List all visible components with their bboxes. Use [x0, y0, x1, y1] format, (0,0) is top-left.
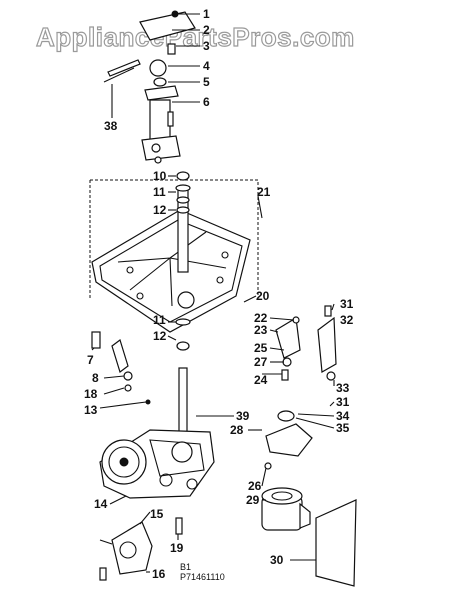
- callout-8: 8: [92, 371, 99, 385]
- callout-34: 34: [336, 409, 350, 423]
- callout-35: 35: [336, 421, 350, 435]
- callout-14: 14: [94, 497, 108, 511]
- leader-lines: [91, 13, 335, 573]
- callout-2: 2: [203, 23, 210, 37]
- watermark-text: AppliancePartsPros.com: [36, 22, 355, 52]
- pump-assembly: [99, 517, 183, 581]
- callout-12-lower: 12: [153, 329, 167, 343]
- callout-21: 21: [257, 185, 271, 199]
- callout-labels: 1 2 3 4 5 6 38 10 11 12 21 20 11 12 7 8 …: [84, 7, 354, 581]
- callout-23: 23: [254, 323, 268, 337]
- callout-39: 39: [236, 409, 250, 423]
- motor-assembly: [261, 410, 357, 587]
- callout-30: 30: [270, 553, 284, 567]
- callout-31-lower: 31: [336, 395, 350, 409]
- callout-27: 27: [254, 355, 268, 369]
- callout-32: 32: [340, 313, 354, 327]
- callout-11: 11: [153, 185, 166, 199]
- callout-10: 10: [153, 169, 167, 183]
- gearcase-assembly: [99, 318, 215, 499]
- callout-11-lower: 11: [153, 313, 166, 327]
- callout-1: 1: [203, 7, 210, 21]
- callout-3: 3: [203, 39, 210, 53]
- callout-20: 20: [256, 289, 270, 303]
- callout-19: 19: [170, 541, 184, 555]
- callout-4: 4: [203, 59, 210, 73]
- callout-18: 18: [84, 387, 98, 401]
- footer-code-b1: B1: [180, 562, 191, 572]
- callout-24: 24: [254, 373, 268, 387]
- callout-22: 22: [254, 311, 268, 325]
- callout-5: 5: [203, 75, 210, 89]
- callout-12: 12: [153, 203, 167, 217]
- callout-31: 31: [340, 297, 354, 311]
- callout-33: 33: [336, 381, 350, 395]
- callout-28: 28: [230, 423, 244, 437]
- right-bracket-parts: [275, 305, 337, 381]
- callout-25: 25: [254, 341, 268, 355]
- callout-26: 26: [248, 479, 262, 493]
- callout-6: 6: [203, 95, 210, 109]
- top-bracket-assembly: [103, 10, 196, 164]
- left-small-parts: [91, 331, 151, 405]
- callout-29: 29: [246, 493, 260, 507]
- callout-38: 38: [104, 119, 118, 133]
- footer-code-part: P71461110: [180, 572, 225, 582]
- callout-15: 15: [150, 507, 164, 521]
- support-plate: [89, 171, 259, 333]
- callout-7: 7: [87, 353, 94, 367]
- callout-16: 16: [152, 567, 166, 581]
- callout-13: 13: [84, 403, 98, 417]
